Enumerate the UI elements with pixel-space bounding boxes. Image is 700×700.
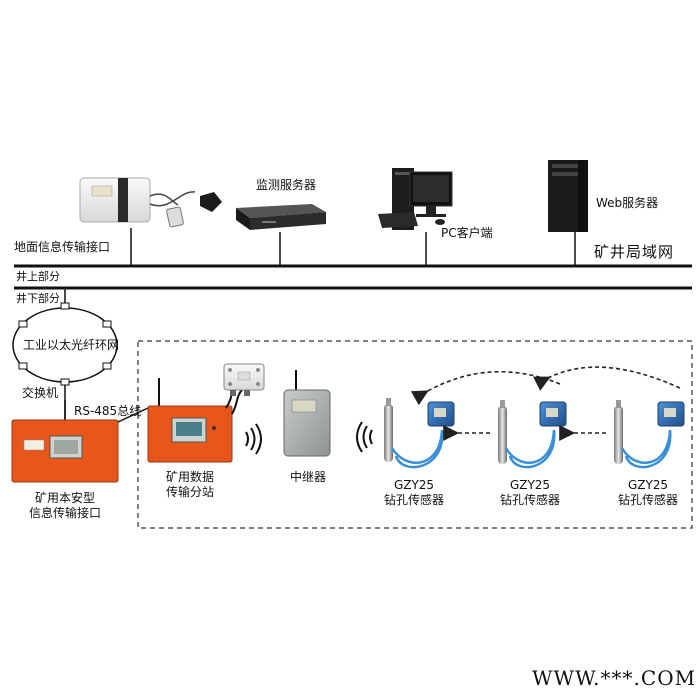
aboveground-label: 井上部分 (16, 270, 60, 283)
monitor-server-label: 监测服务器 (256, 178, 317, 192)
rs485-bus-line (117, 407, 149, 423)
wireless-signal-icon (245, 423, 262, 455)
sensor-name: 钻孔传感器 (499, 493, 560, 507)
mine-interface-device-icon (11, 419, 119, 483)
sensor-name: 钻孔传感器 (617, 493, 678, 507)
watermark: WWW.***.COM (532, 666, 697, 690)
junction-box-icon (223, 363, 265, 396)
sensor-name: 钻孔传感器 (383, 493, 444, 507)
substation-label-line1: 矿用数据 (165, 470, 214, 484)
rs485-label: RS-485总线 (74, 404, 142, 418)
mine-interface-label-line2: 信息传输接口 (28, 506, 101, 520)
monitor-server-icon (236, 204, 326, 230)
repeater-label: 中继器 (290, 470, 327, 484)
sensor-model: GZY25 (509, 478, 551, 492)
web-server-icon (548, 160, 588, 232)
substation-label: 矿用数据 传输分站 (160, 470, 220, 500)
sensor-model: GZY25 (393, 478, 435, 492)
surface-interface-device-icon (79, 177, 222, 228)
ring-network-label: 工业以太光纤环网 (23, 338, 120, 352)
sensor-label: GZY25 钻孔传感器 (378, 478, 450, 508)
data-substation-icon (147, 378, 243, 463)
borehole-sensor-icon (498, 400, 567, 469)
mine-interface-label: 矿用本安型 信息传输接口 (24, 491, 106, 521)
borehole-sensor-icon (614, 400, 685, 469)
underground-label: 井下部分 (16, 292, 60, 305)
relay-arrows (410, 366, 681, 441)
sensor-label: GZY25 钻孔传感器 (612, 478, 684, 508)
sensor-model: GZY25 (627, 478, 669, 492)
pc-client-label: PC客户端 (441, 226, 493, 240)
substation-label-line2: 传输分站 (165, 485, 214, 499)
pc-client-icon (378, 168, 453, 230)
wireless-signal-icon (356, 421, 373, 453)
mine-lan-label: 矿井局域网 (594, 243, 675, 261)
borehole-sensor-icon (384, 398, 455, 469)
surface-bus-lines (14, 228, 692, 306)
web-server-label: Web服务器 (596, 196, 659, 210)
sensor-label: GZY25 钻孔传感器 (494, 478, 566, 508)
repeater-icon (283, 370, 331, 457)
mine-interface-label-line1: 矿用本安型 (34, 491, 95, 505)
underground-dashed-frame (137, 340, 693, 529)
surface-interface-label: 地面信息传输接口 (14, 240, 111, 254)
switch-label: 交换机 (22, 386, 59, 400)
fiber-ring-network (12, 302, 118, 420)
